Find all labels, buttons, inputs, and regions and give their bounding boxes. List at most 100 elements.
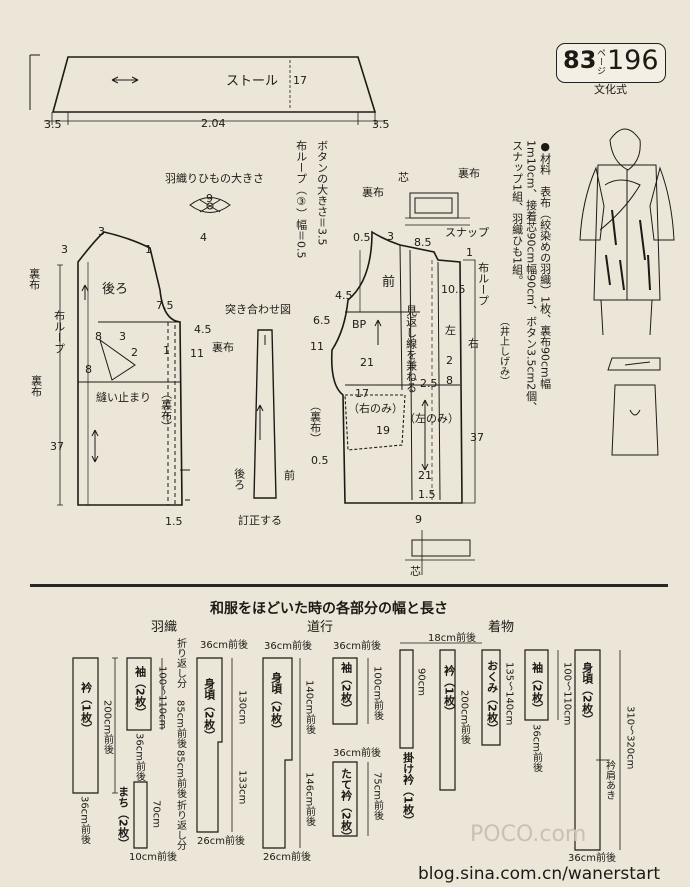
butt-front-label: 前 [284, 469, 295, 482]
front-m15: 1.5 [418, 488, 436, 501]
michi-mi-top: 36cm前後 [264, 641, 312, 652]
front-ura-paren: （裏布） [308, 400, 322, 444]
back-pattern-outline [77, 231, 183, 506]
front-m19: 19 [376, 424, 390, 437]
page-badge: 83 ページ 196 [556, 43, 666, 83]
kimono-section-title: 和服をほどいた時の各部分の幅と長さ [210, 601, 448, 617]
front-m17: 17 [355, 387, 369, 400]
materials-note: （井上しげみ） [497, 316, 509, 386]
haori-eri-w: 36cm前後 [78, 796, 90, 844]
section-divider [30, 584, 668, 587]
haori-mi-top: 36cm前後 [200, 640, 248, 651]
michi-sode-label: 袖（2枚） [339, 662, 353, 714]
front-m05a: 0.5 [353, 231, 371, 244]
front-ura-top2: 裏布 [458, 167, 480, 180]
front-m05b: 0.5 [311, 454, 329, 467]
footer-url[interactable]: blog.sina.com.cn/wanerstart [418, 864, 660, 884]
kimono-mi-label: 身頃（2枚） [580, 662, 594, 725]
back-label: 後ろ [102, 282, 129, 297]
facing-label: 見返し線を兼ねる [404, 305, 418, 393]
back-length: 37 [50, 440, 64, 453]
front-length: 37 [470, 431, 484, 444]
grain-arrow [111, 76, 139, 84]
back-loop-label: 布ループ [52, 310, 66, 354]
front-shin-top: 芯 [398, 171, 409, 184]
fold-1: 折り返し分 [174, 638, 186, 688]
kimono-eri-label: 衿（1枚） [442, 665, 456, 717]
pocket [344, 394, 406, 451]
back-m1b: 1 [163, 344, 170, 357]
michi-mi-146: 146cm前後 [303, 772, 315, 827]
materials-line3: スナップ1組、羽織ひも1組。 [510, 140, 524, 286]
back-ura-label: 裏布 [27, 268, 41, 290]
back-m45: 4.5 [194, 323, 212, 336]
kimono-eri-len: 200cm前後 [458, 690, 470, 745]
back-view-mini [611, 384, 659, 456]
front-m9: 9 [415, 513, 422, 526]
left-only-label: （左のみ） [404, 412, 459, 425]
front-shin-bottom: 芯 [410, 565, 421, 578]
stole-mini [607, 357, 661, 371]
kake-label: 掛け衿（1枚） [401, 752, 415, 826]
sew-stop-label: 縫い止まり [96, 391, 151, 404]
back-ura-paren: （裏布） [159, 388, 173, 432]
okumi-label: おくみ（2枚） [485, 660, 499, 734]
machi-w: 10cm前後 [129, 852, 177, 863]
haori-eri-label: 衿（1枚） [79, 682, 93, 734]
fold-2: 折り返し分 [174, 800, 186, 850]
back-m75: 7.5 [156, 299, 174, 312]
haori-sode-w: 36cm前後 [133, 733, 145, 781]
right-label: 右 [468, 337, 479, 350]
watermark: POCO.com [470, 822, 587, 847]
michiyuki-heading: 道行 [307, 620, 334, 635]
haori-mi-bottom: 26cm前後 [197, 836, 245, 847]
stole-right-edge: 3.5 [372, 118, 390, 131]
front-ura-top: 裏布 [362, 186, 384, 199]
michi-mi-bottom: 26cm前後 [263, 852, 311, 863]
front-pattern-outline [330, 230, 463, 504]
haori-mi-b: 85cm前後 [174, 750, 186, 798]
front-m45: 4.5 [335, 289, 353, 302]
back-m8b: 8 [85, 363, 92, 376]
garment-illustration [579, 128, 675, 336]
michi-sode-len: 100cm前後 [371, 666, 383, 721]
back-m8a: 8 [95, 330, 102, 343]
left-label: 左 [445, 324, 456, 337]
okumi-len: 135〜140cm [503, 662, 515, 726]
michi-mi-len: 140cm前後 [303, 680, 315, 735]
front-m65: 6.5 [313, 314, 331, 327]
tate-top: 36cm前後 [333, 748, 381, 759]
front-m8: 8 [446, 374, 453, 387]
haori-eri-len: 200cm前後 [101, 700, 113, 755]
front-m11: 11 [310, 340, 324, 353]
machi-len: 70cm [150, 800, 162, 828]
haori-mi-label: 身頃（2枚） [202, 678, 216, 741]
collar-detail [409, 192, 459, 219]
page-number: 83 [563, 46, 597, 74]
page-word: ページ [595, 48, 605, 75]
front-m21b: 21 [418, 469, 432, 482]
kimono-heading: 着物 [488, 620, 515, 635]
back-ura-right: 裏布 [212, 341, 234, 354]
materials-line2: 1m10cm、接着芯90cm幅90cm、ボタン3.5cm2個、 [524, 140, 538, 413]
pattern-number: 196 [607, 45, 659, 76]
michi-sode-top: 36cm前後 [333, 641, 381, 652]
back-m3c: 3 [119, 330, 126, 343]
tate-len: 75cm前後 [371, 772, 383, 820]
stole-outline [51, 56, 377, 113]
back-hem: 1.5 [165, 515, 183, 528]
himo-size-label: 羽織りひもの大きさ [165, 172, 264, 185]
kake-len: 90cm [415, 668, 427, 696]
button-size-note: ボタンの大きさ＝3.5 [315, 140, 329, 246]
kimono-sode-w: 36cm前後 [530, 724, 542, 772]
stole-left-edge: 3.5 [44, 118, 62, 131]
stole-length: 17 [293, 74, 307, 87]
back-m3b: 3 [98, 225, 105, 238]
publisher-label: 文化式 [594, 83, 627, 96]
butt-joint-piece [253, 329, 277, 499]
haori-mi-a: 85cm前後 [174, 700, 186, 748]
hem-detail [411, 539, 471, 557]
stole-label: ストール [226, 74, 279, 89]
haori-mi-130: 130cm [236, 690, 248, 725]
